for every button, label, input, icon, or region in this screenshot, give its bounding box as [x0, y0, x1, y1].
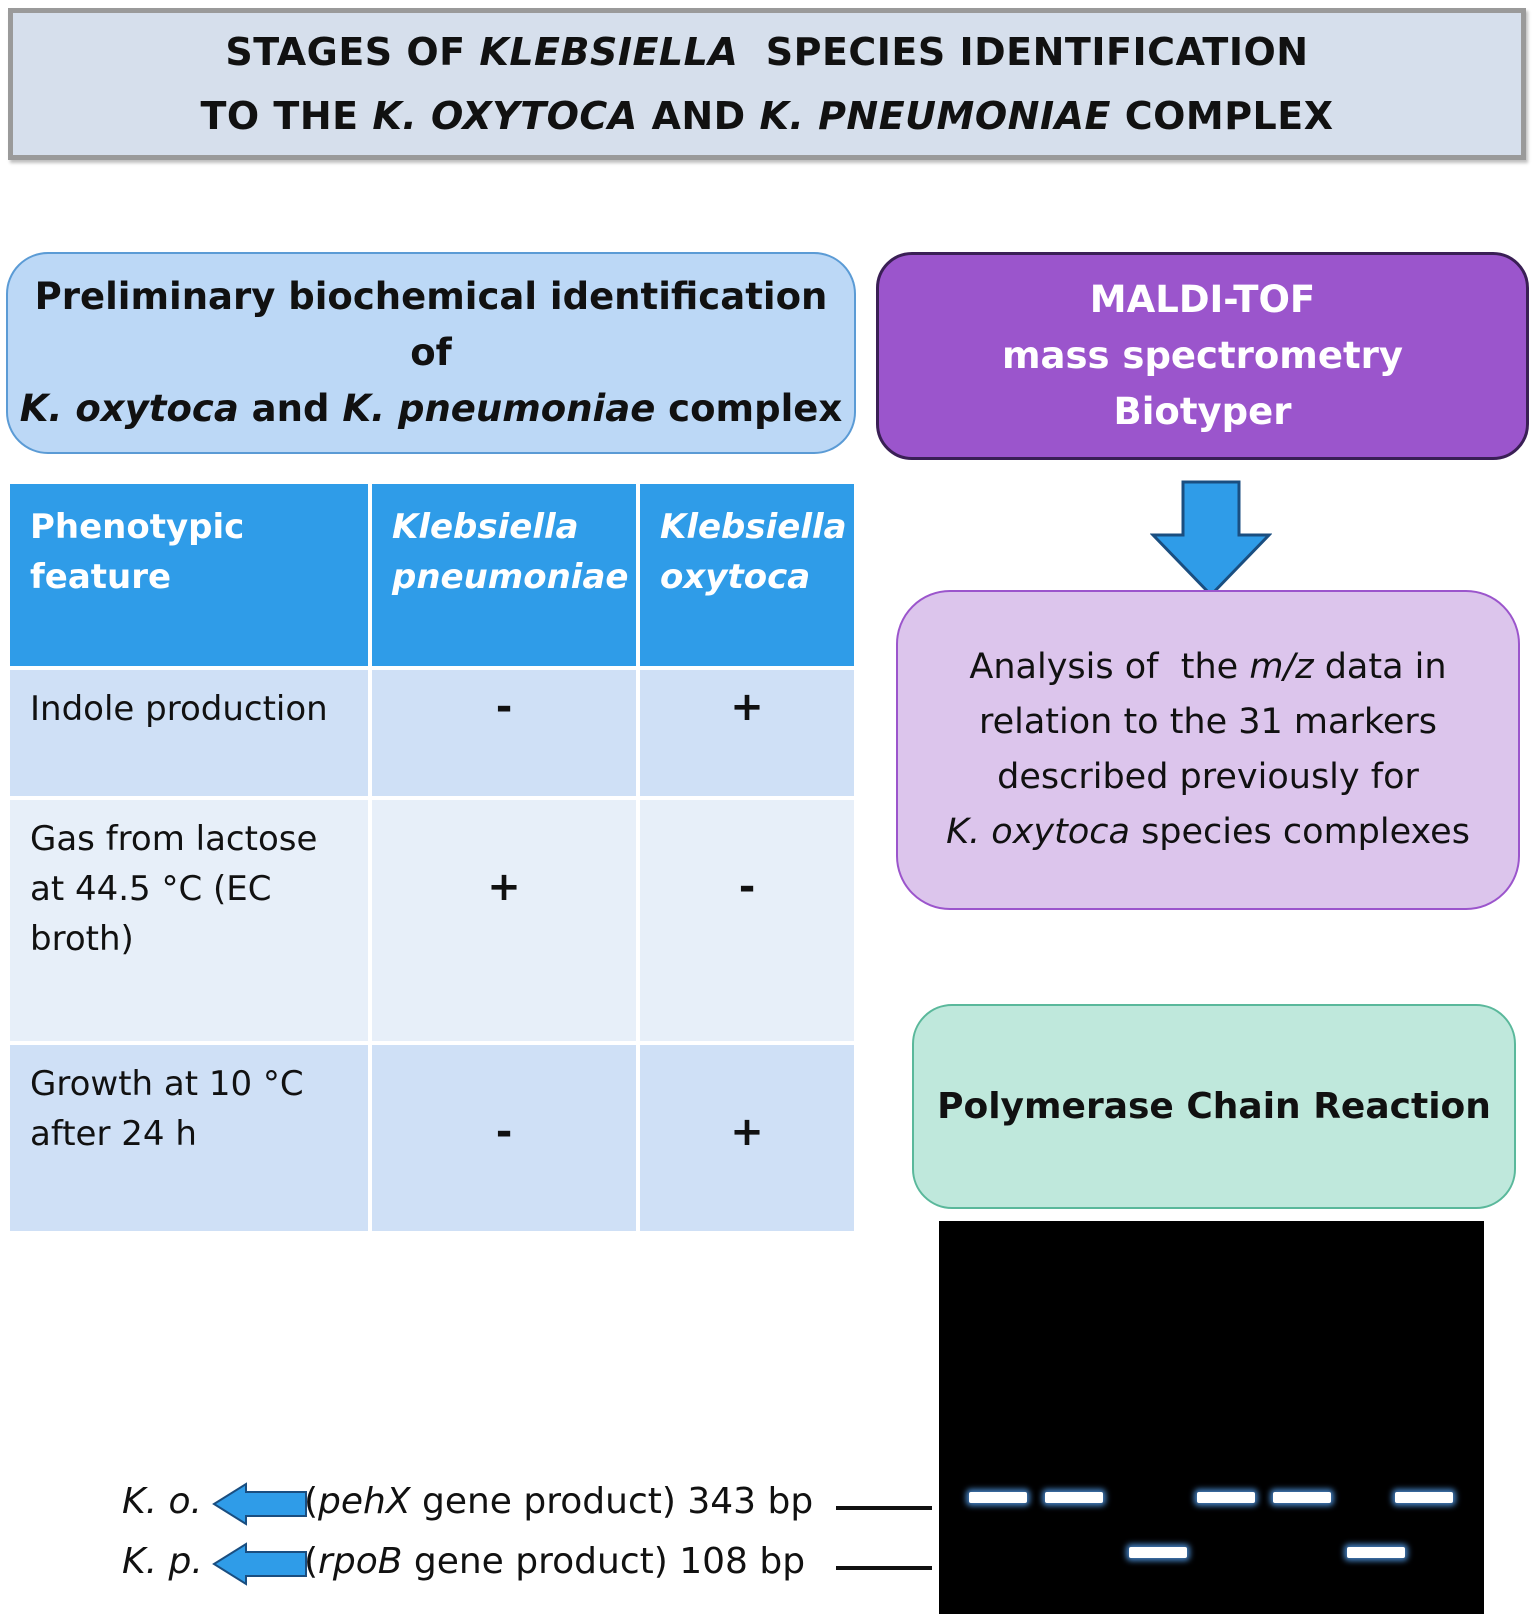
row-ko-result: + [636, 1041, 858, 1235]
title-line-2: TO THE K. OXYTOCA AND K. PNEUMONIAE COMP… [200, 94, 1334, 138]
row-feature: Indole production [6, 666, 372, 800]
kp-abbreviation: K. p. [122, 1541, 203, 1582]
title-line-1: STAGES OF KLEBSIELLA SPECIES IDENTIFICAT… [225, 30, 1309, 74]
row-kp-result: - [368, 666, 640, 800]
table-header-row: Phenotypic feature Klebsiella pneumoniae… [6, 480, 858, 670]
pcr-box: Polymerase Chain Reaction [912, 1004, 1516, 1209]
row-ko-result: - [636, 796, 858, 1045]
preliminary-identification-box: Preliminary biochemical identification o… [6, 252, 856, 454]
row-ko-result: + [636, 666, 858, 800]
row-kp-result: + [368, 796, 640, 1045]
row-kp-result: - [368, 1041, 640, 1235]
row-feature: Growth at 10 °C after 24 h [6, 1041, 372, 1235]
pcr-label: Polymerase Chain Reaction [937, 1086, 1491, 1127]
row-feature: Gas from lactose at 44.5 °C (EC broth) [6, 796, 372, 1045]
maldi-line-2: mass spectrometry [1001, 334, 1404, 377]
title-banner: STAGES OF KLEBSIELLA SPECIES IDENTIFICAT… [8, 8, 1526, 160]
gel-band-ko [1197, 1492, 1255, 1503]
gel-band-ko [969, 1492, 1027, 1503]
kp-gene-product-label: (rpoB gene product) 108 bp [304, 1541, 806, 1582]
header-phenotypic-feature: Phenotypic feature [6, 480, 372, 670]
gel-electrophoresis-image [939, 1221, 1484, 1614]
gel-band-kp [1347, 1547, 1405, 1558]
header-klebsiella-pneumoniae: Klebsiella pneumoniae [368, 480, 640, 670]
arrow-left-icon [212, 1542, 307, 1586]
analysis-line-1: Analysis of the m/z data in [969, 647, 1447, 687]
arrow-left-icon [212, 1482, 307, 1526]
table-row: Indole production - + [6, 666, 858, 800]
gel-band-ko [1045, 1492, 1103, 1503]
maldi-line-3: Biotyper [1113, 390, 1292, 433]
preliminary-line-2: K. oxytoca and K. pneumoniae complex [19, 387, 843, 430]
analysis-line-4: K. oxytoca species complexes [946, 812, 1470, 852]
analysis-line-2: relation to the 31 markers [978, 702, 1438, 742]
down-arrow-icon [1150, 480, 1272, 598]
maldi-line-1: MALDI-TOF [1089, 278, 1316, 321]
analysis-line-3: described previously for [997, 757, 1419, 797]
mz-analysis-box: Analysis of the m/z data in relation to … [896, 590, 1520, 910]
table-row: Gas from lactose at 44.5 °C (EC broth) +… [6, 796, 858, 1045]
gel-band-ko [1395, 1492, 1453, 1503]
table-row: Growth at 10 °C after 24 h - + [6, 1041, 858, 1235]
gel-band-ko [1273, 1492, 1331, 1503]
header-klebsiella-oxytoca: Klebsiella oxytoca [636, 480, 858, 670]
gel-band-kp [1129, 1547, 1187, 1558]
kp-band-pointer-line [836, 1566, 932, 1570]
ko-abbreviation: K. o. [122, 1481, 202, 1522]
ko-gene-product-label: (pehX gene product) 343 bp [304, 1481, 814, 1522]
phenotypic-feature-table: Phenotypic feature Klebsiella pneumoniae… [6, 480, 858, 1235]
ko-band-pointer-line [836, 1506, 932, 1510]
preliminary-line-1: Preliminary biochemical identification o… [34, 275, 828, 374]
maldi-tof-box: MALDI-TOF mass spectrometry Biotyper [876, 252, 1529, 460]
